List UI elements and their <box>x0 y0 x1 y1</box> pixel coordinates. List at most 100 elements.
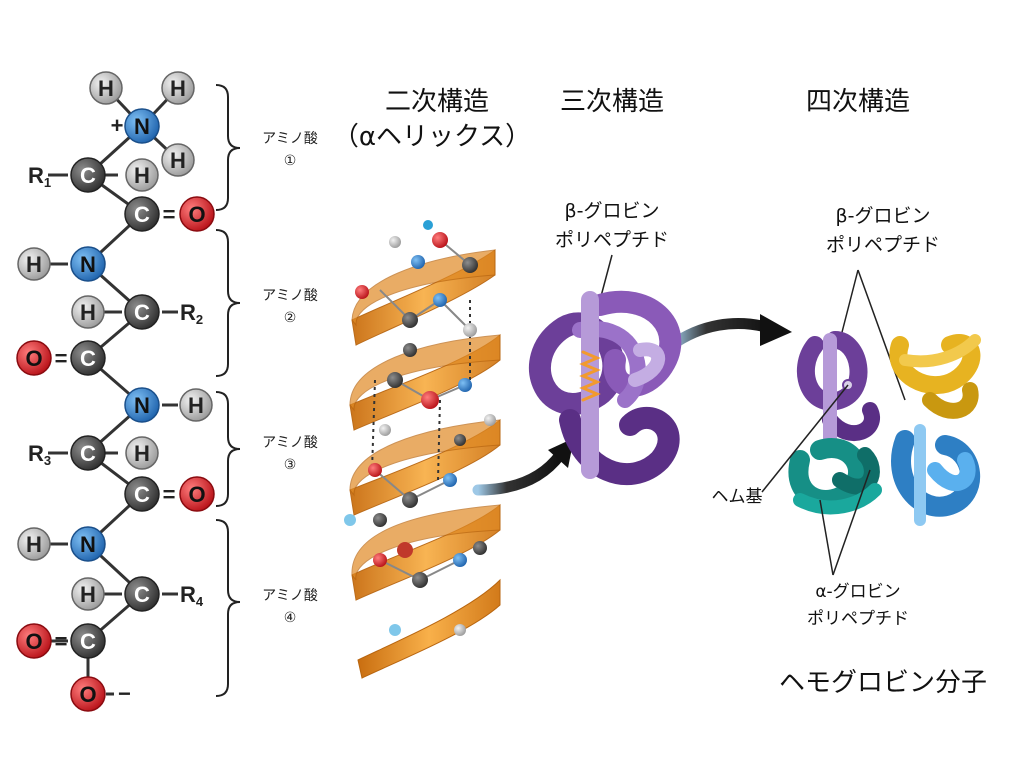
beta-tertiary-label-line2: ポリペプチド <box>555 229 669 251</box>
atom-label: H <box>80 300 96 325</box>
amino-acid-label-4: アミノ酸 <box>262 588 318 604</box>
title-quaternary-structure: 四次構造 <box>806 87 910 117</box>
alpha-label-line2: ポリペプチド <box>807 609 909 629</box>
atom-o: O <box>179 196 215 232</box>
peptide-bonds <box>48 86 180 696</box>
atom-label: N <box>80 252 96 277</box>
atom-n: N <box>70 246 106 282</box>
peptide-chain: H H + N H R1 C H C = O H N H C R2 O = C … <box>16 71 215 712</box>
atom-h: H <box>161 71 195 105</box>
atom-label: N <box>134 393 150 418</box>
atom-label: H <box>170 148 186 173</box>
brace-1 <box>215 84 241 211</box>
heme-label: ヘム基 <box>712 487 763 507</box>
amino-acid-index-1: ① <box>284 153 297 169</box>
atom-c: C <box>70 435 106 471</box>
r1-label: R1 <box>28 163 51 190</box>
subunit-alpha-blue <box>891 424 981 526</box>
double-bond: = <box>55 629 68 654</box>
alpha-pointers <box>819 469 871 576</box>
title-tertiary-structure: 三次構造 <box>560 87 664 117</box>
atom-h: H <box>161 143 195 177</box>
atom-label: N <box>80 532 96 557</box>
atom-o: O <box>16 623 52 659</box>
atom-h: H <box>71 295 105 329</box>
atom-label: H <box>98 76 114 101</box>
charge-plus: + <box>111 113 124 138</box>
atom-label: C <box>134 202 150 227</box>
beta-globin-tertiary <box>529 290 682 486</box>
r2-label: R2 <box>180 300 203 327</box>
atom-h: H <box>17 527 51 561</box>
atom-o: O <box>179 476 215 512</box>
beta-tertiary-label-line1: β-グロビン <box>565 200 660 222</box>
double-bond: = <box>163 202 176 227</box>
atom-h: H <box>17 247 51 281</box>
amino-acid-braces <box>215 84 241 697</box>
atom-label: C <box>80 346 96 371</box>
atom-label: C <box>134 582 150 607</box>
arrow-tertiary-to-quaternary <box>666 318 776 351</box>
atom-label: C <box>80 163 96 188</box>
atom-label: O <box>25 346 42 371</box>
atom-n: N <box>70 526 106 562</box>
atom-label: H <box>170 76 186 101</box>
atom-label: C <box>134 300 150 325</box>
atom-label: O <box>188 202 205 227</box>
alpha-label-line1: α-グロビン <box>815 582 900 602</box>
atom-c: C <box>124 196 160 232</box>
atom-label: H <box>26 252 42 277</box>
charge-minus: − <box>118 681 131 706</box>
atom-c: C <box>70 623 106 659</box>
atom-h: H <box>125 436 159 470</box>
atom-label: N <box>134 114 150 139</box>
double-bond: = <box>163 482 176 507</box>
atom-c: C <box>70 157 106 193</box>
atom-h: H <box>89 71 123 105</box>
amino-acid-label-2: アミノ酸 <box>262 288 318 304</box>
amino-acid-index-4: ④ <box>284 610 297 626</box>
atom-label: H <box>134 441 150 466</box>
beta-tertiary-pointer <box>599 254 613 301</box>
subunit-beta-purple <box>797 331 880 447</box>
atom-o: O <box>70 676 106 712</box>
arrow-head-2 <box>760 314 792 346</box>
heme-pointer <box>761 384 849 493</box>
amino-acid-label-1: アミノ酸 <box>262 131 318 147</box>
atom-label: C <box>80 441 96 466</box>
subunit-beta-yellow <box>889 334 981 419</box>
helix-hydrogen-bonds <box>371 300 471 481</box>
beta-quaternary-label-line2: ポリペプチド <box>826 234 940 256</box>
atom-label: H <box>26 532 42 557</box>
alpha-helix <box>344 220 501 679</box>
atom-c: C <box>124 294 160 330</box>
atom-label: H <box>188 393 204 418</box>
atom-h: H <box>125 158 159 192</box>
title-alpha-helix: （αヘリックス） <box>333 122 531 152</box>
atom-h: H <box>179 388 213 422</box>
atom-c: C <box>124 476 160 512</box>
brace-2 <box>215 229 241 377</box>
brace-4 <box>215 519 241 697</box>
helix-atoms <box>344 220 496 636</box>
arrow-helix-to-tertiary <box>472 449 566 496</box>
atom-label: C <box>134 482 150 507</box>
atom-h: H <box>71 577 105 611</box>
atom-n: N <box>124 108 160 144</box>
hemoglobin-label: ヘモグロビン分子 <box>779 668 987 698</box>
atom-label: O <box>79 682 96 707</box>
r4-label: R4 <box>180 582 204 609</box>
amino-acid-index-3: ③ <box>284 457 297 473</box>
atom-c: C <box>70 340 106 376</box>
atom-label: O <box>25 629 42 654</box>
amino-acid-index-2: ② <box>284 310 297 326</box>
title-secondary-structure: 二次構造 <box>385 87 489 117</box>
double-bond: = <box>55 346 68 371</box>
atom-label: C <box>80 629 96 654</box>
beta-quaternary-pointers <box>839 269 906 401</box>
atom-c: C <box>124 576 160 612</box>
hemoglobin-molecule <box>788 331 981 526</box>
beta-quaternary-label-line1: β-グロビン <box>836 205 931 227</box>
r3-label: R3 <box>28 441 51 468</box>
